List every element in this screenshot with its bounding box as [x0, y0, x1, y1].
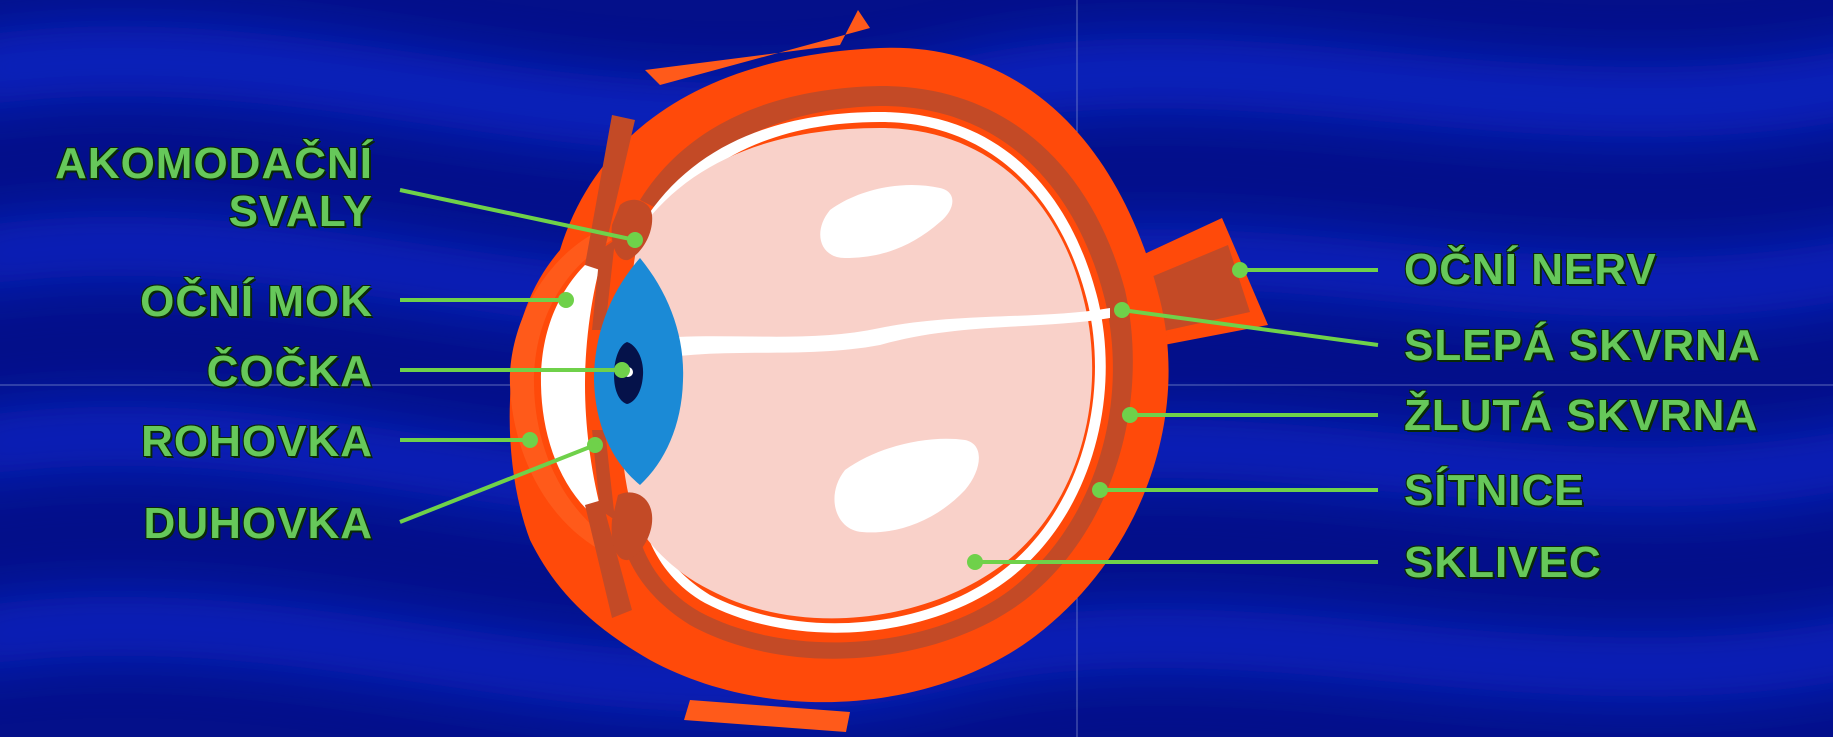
label-duhovka: DUHOVKA: [144, 500, 373, 548]
pointer-ocni-mok: [560, 294, 572, 306]
pointer-duhovka: [589, 439, 601, 451]
label-akomodacni-svaly-line1: AKOMODAČNÍ: [55, 140, 373, 188]
label-ocni-mok: OČNÍ MOK: [140, 278, 373, 326]
label-akomodacni-svaly: AKOMODAČNÍ SVALY: [55, 140, 373, 236]
label-slepa-skvrna: SLEPÁ SKVRNA: [1404, 322, 1761, 370]
pointer-akomodacni-svaly: [629, 234, 641, 246]
label-sklivec: SKLIVEC: [1404, 539, 1602, 587]
label-cocka: ČOČKA: [207, 348, 373, 396]
pointer-sitnice: [1094, 484, 1106, 496]
label-rohovka: ROHOVKA: [141, 418, 373, 466]
pointer-ocni-nerv: [1234, 264, 1246, 276]
label-akomodacni-svaly-line2: SVALY: [55, 188, 373, 236]
pointer-zluta-skvrna: [1124, 409, 1136, 421]
pointer-sklivec: [969, 556, 981, 568]
pointer-cocka: [616, 364, 628, 376]
label-sitnice: SÍTNICE: [1404, 467, 1585, 515]
eye-muscle-bottom: [684, 700, 850, 732]
label-zluta-skvrna: ŽLUTÁ SKVRNA: [1404, 392, 1758, 440]
pointer-slepa-skvrna: [1116, 304, 1128, 316]
pointer-rohovka: [524, 434, 536, 446]
label-ocni-nerv: OČNÍ NERV: [1404, 246, 1657, 294]
